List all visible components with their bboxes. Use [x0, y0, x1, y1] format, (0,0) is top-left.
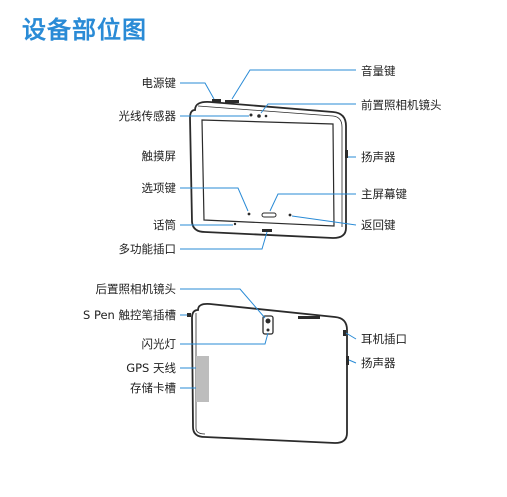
volume-key	[225, 100, 239, 103]
label-memory-card-slot: 存储卡槽	[130, 381, 176, 395]
side-buttons-back	[298, 316, 320, 319]
touchscreen-area	[201, 119, 335, 227]
label-headset-jack: 耳机插口	[361, 332, 407, 346]
rear-camera-lens	[265, 318, 271, 324]
tablet-back-edge	[195, 313, 206, 435]
front-view	[189, 99, 348, 239]
label-microphone: 话筒	[153, 218, 176, 232]
label-speaker-back: 扬声器	[361, 356, 396, 370]
label-volume-key: 音量键	[361, 64, 396, 78]
label-flash: 闪光灯	[141, 337, 177, 351]
page-title: 设备部位图	[22, 16, 147, 44]
s-pen-tip	[187, 313, 191, 317]
label-rear-camera: 后置照相机镜头	[95, 282, 177, 296]
label-power-key: 电源键	[141, 76, 177, 90]
multipurpose-jack	[262, 229, 272, 232]
front-leader-lines	[180, 69, 357, 250]
label-home-key: 主屏幕键	[361, 187, 407, 201]
sensor-dot-2	[264, 114, 268, 118]
label-speaker-front: 扬声器	[361, 150, 396, 164]
front-camera-lens	[257, 114, 261, 118]
label-gps-antenna: GPS 天线	[126, 361, 176, 375]
headset-jack	[343, 330, 346, 336]
label-front-camera: 前置照相机镜头	[361, 98, 442, 112]
label-option-key: 选项键	[141, 181, 177, 195]
side-speaker-front	[345, 150, 348, 158]
back-key-dot	[288, 213, 292, 217]
back-view	[187, 302, 349, 444]
microphone-dot	[233, 222, 237, 226]
light-sensor-dot	[249, 113, 253, 117]
gps-antenna-area	[196, 356, 209, 402]
home-key	[261, 212, 277, 218]
flash-led	[266, 328, 270, 332]
label-light-sensor: 光线传感器	[118, 109, 177, 123]
option-key-dot	[247, 212, 251, 216]
label-back-key: 返回键	[361, 218, 396, 232]
label-multipurpose-jack: 多功能插口	[118, 242, 177, 256]
label-s-pen-slot: S Pen 触控笔插槽	[83, 308, 176, 322]
side-speaker-back	[346, 356, 349, 365]
label-touchscreen: 触摸屏	[141, 149, 177, 163]
tablet-front-edge	[197, 105, 343, 227]
tablet-back-outline	[191, 302, 348, 444]
back-leader-lines	[180, 288, 357, 389]
power-key	[212, 99, 221, 102]
